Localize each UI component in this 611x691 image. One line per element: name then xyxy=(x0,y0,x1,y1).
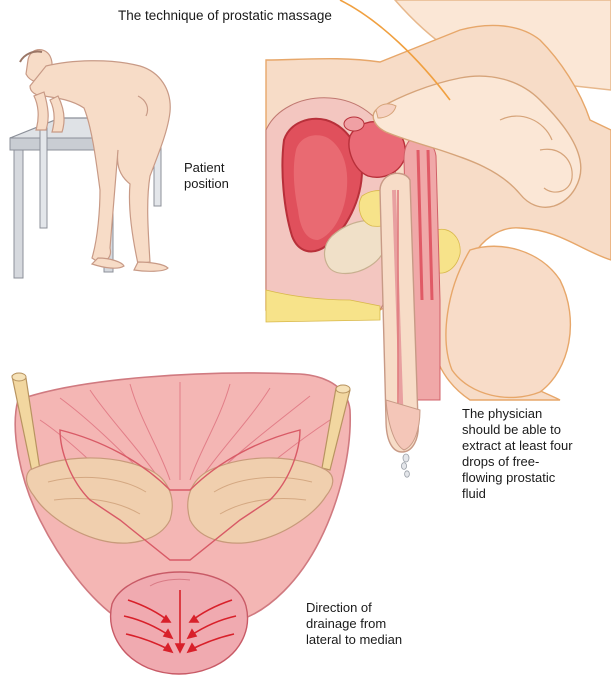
rectum-wall xyxy=(416,149,434,301)
drainage-direction-label: Direction of drainage from lateral to me… xyxy=(306,600,403,647)
bladder-inner xyxy=(293,135,348,240)
glans xyxy=(385,399,421,451)
seminal-vesicle xyxy=(343,116,365,132)
knuckle xyxy=(539,148,573,193)
patient-body xyxy=(25,49,171,272)
fingertip xyxy=(375,103,397,119)
right-lobe-fold-2 xyxy=(219,498,307,515)
prostate-drainage-diagram xyxy=(11,372,352,675)
left-lobe-fold-2 xyxy=(53,498,141,515)
page-title: The technique of prostatic massage xyxy=(118,8,332,23)
median-lobe-fold xyxy=(149,578,191,587)
prostate-capsule xyxy=(14,372,352,621)
sagittal-section xyxy=(265,0,611,478)
patient-position-figure xyxy=(9,49,171,279)
physician-note-label: The physician should be able to extract … xyxy=(462,406,573,501)
inner-band xyxy=(59,429,301,561)
finger-crease xyxy=(499,115,553,141)
left-lobe-fold xyxy=(47,476,147,493)
left-duct-opening xyxy=(11,372,27,382)
right-lobe-fold xyxy=(213,476,313,493)
examining-finger xyxy=(372,75,582,208)
prostatic-fluid-drops xyxy=(400,453,410,478)
patient-hair xyxy=(19,50,43,63)
body-contour xyxy=(339,0,451,101)
scrotum xyxy=(445,245,572,399)
right-duct-opening xyxy=(335,384,351,394)
drainage-arrows xyxy=(123,590,237,654)
median-lobe xyxy=(110,571,249,675)
patient-position-label: Patient position xyxy=(184,160,229,191)
